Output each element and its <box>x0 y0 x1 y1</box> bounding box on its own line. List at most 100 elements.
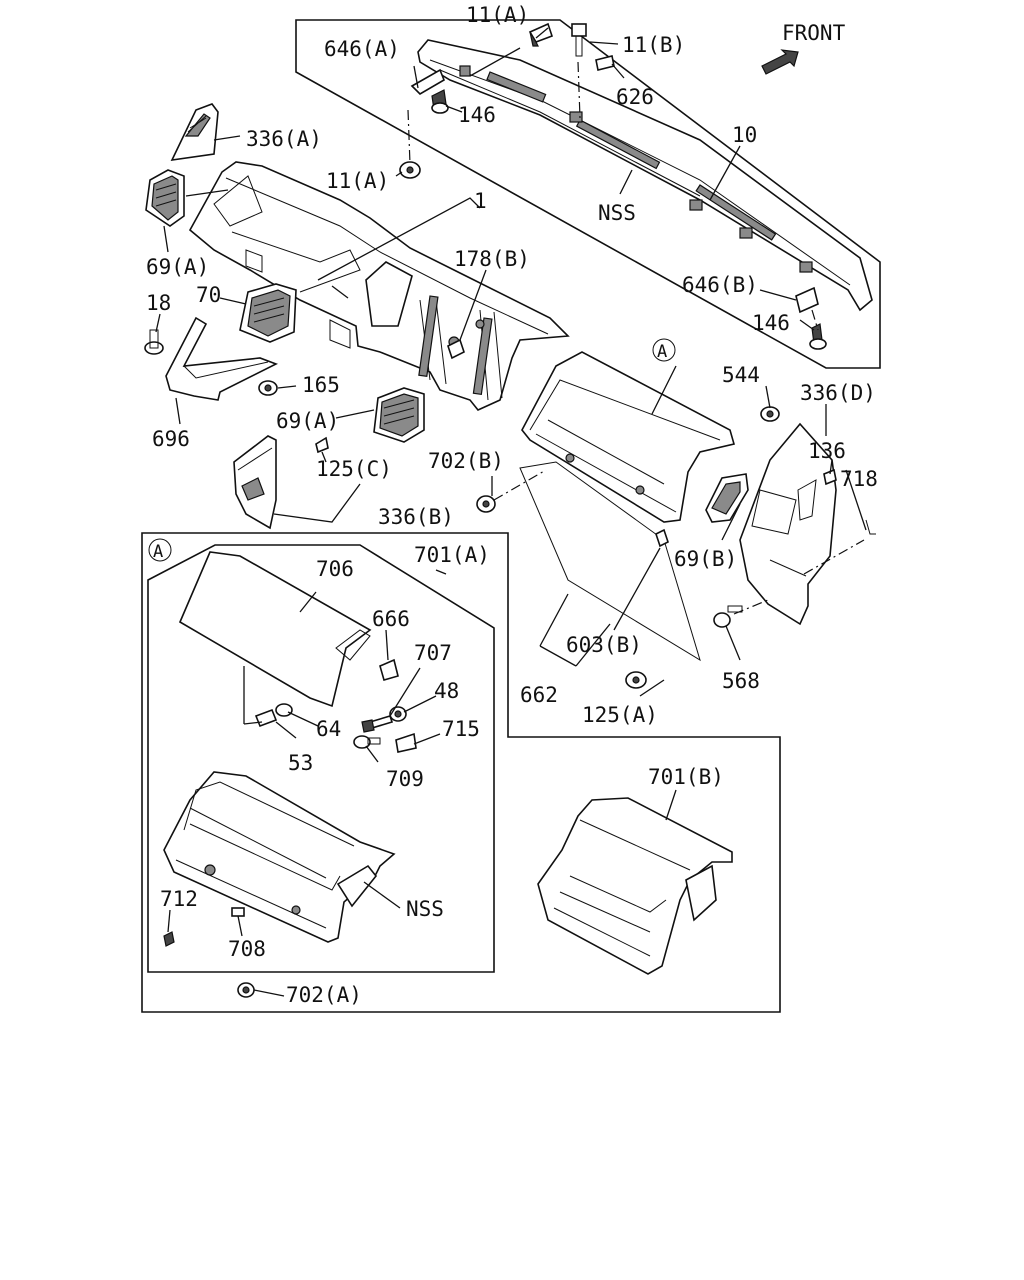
callout-10: 10 <box>732 123 757 147</box>
screw-64 <box>275 703 293 717</box>
callout-125a: 125(A) <box>582 703 658 727</box>
callout-53: 53 <box>288 751 313 775</box>
callout-646b: 646(B) <box>682 273 758 297</box>
detail-a-inner-frame <box>147 544 495 973</box>
nut-702b <box>476 495 496 513</box>
callout-146-top: 146 <box>458 103 496 127</box>
callout-715: 715 <box>442 717 480 741</box>
center-vent-69a-mid <box>373 387 425 443</box>
latch-603b <box>655 528 669 548</box>
callout-336b: 336(B) <box>378 505 454 529</box>
clip-146-right <box>809 323 827 350</box>
glove-box-door-706 <box>178 551 372 708</box>
screw-568 <box>713 605 743 628</box>
screw-712 <box>163 931 175 947</box>
callout-11a-mid: 11(A) <box>326 169 389 193</box>
callout-69b: 69(B) <box>674 547 737 571</box>
bracket-715 <box>395 732 417 753</box>
callout-603b: 603(B) <box>566 633 642 657</box>
callout-718: 718 <box>840 467 878 491</box>
side-cover-336d <box>739 422 837 626</box>
callout-706: 706 <box>316 557 354 581</box>
callout-136: 136 <box>808 439 846 463</box>
lower-cover-336b <box>233 435 277 530</box>
center-vent-70 <box>239 283 297 343</box>
callout-702b: 702(B) <box>428 449 504 473</box>
callout-165: 165 <box>302 373 340 397</box>
callout-707: 707 <box>414 641 452 665</box>
callout-336d: 336(D) <box>800 381 876 405</box>
glove-box-body-inset <box>163 771 396 943</box>
detail-marker-a-main: A <box>652 338 676 362</box>
screw-709 <box>353 735 381 749</box>
glove-box-assembly-upper <box>521 351 735 523</box>
callout-69a-mid: 69(A) <box>276 409 339 433</box>
latch-666 <box>379 658 399 681</box>
rod-707 <box>361 715 394 733</box>
callout-666: 666 <box>372 607 410 631</box>
bolt-708 <box>231 907 245 917</box>
clip-544 <box>760 406 780 422</box>
detail-marker-a-inset: A <box>148 538 172 562</box>
callout-178b: 178(B) <box>454 247 530 271</box>
callout-1: 1 <box>474 189 487 213</box>
callout-696: 696 <box>152 427 190 451</box>
front-label: FRONT <box>782 21 846 45</box>
hinge-53 <box>254 708 278 728</box>
clip-626 <box>595 55 615 71</box>
bracket-696 <box>165 316 278 401</box>
side-vent-69a-left <box>145 169 185 227</box>
callout-11b: 11(B) <box>622 33 685 57</box>
callout-64: 64 <box>316 717 341 741</box>
callout-708: 708 <box>228 937 266 961</box>
callout-18: 18 <box>146 291 171 315</box>
callout-626: 626 <box>616 85 654 109</box>
nut-178b <box>447 338 465 360</box>
screw-718 <box>865 519 876 535</box>
instrument-panel-1 <box>188 161 570 411</box>
side-vent-336a <box>170 103 219 162</box>
bumper-48 <box>389 706 407 722</box>
nut-165 <box>258 380 278 396</box>
clip-146-top <box>431 89 449 114</box>
clip-125c <box>315 436 329 454</box>
defroster-cover-10 <box>417 39 873 312</box>
screw-11a-top <box>528 22 554 47</box>
svg-text:A: A <box>657 342 667 362</box>
upper-cover-frame <box>295 19 881 369</box>
callout-712: 712 <box>160 887 198 911</box>
bracket-646b <box>795 286 819 314</box>
callout-709: 709 <box>386 767 424 791</box>
side-vent-69b <box>705 473 749 523</box>
callout-70: 70 <box>196 283 221 307</box>
detail-a-outer-frame <box>141 532 781 1013</box>
front-direction-arrow <box>761 49 799 75</box>
callout-702a: 702(A) <box>286 983 362 1007</box>
clip-125a <box>625 671 647 689</box>
callout-701b: 701(B) <box>648 765 724 789</box>
leader-lines <box>155 27 867 997</box>
callout-69a-left: 69(A) <box>146 255 209 279</box>
callout-nss-inset: NSS <box>406 897 444 921</box>
screw-11a-mid <box>399 161 421 179</box>
glove-box-lid-662 <box>519 461 701 662</box>
callout-146-right: 146 <box>752 311 790 335</box>
callout-568: 568 <box>722 669 760 693</box>
callout-336a: 336(A) <box>246 127 322 151</box>
callout-11a-top: 11(A) <box>466 3 529 27</box>
callout-48: 48 <box>434 679 459 703</box>
callout-544: 544 <box>722 363 760 387</box>
callout-nss-top: NSS <box>598 201 636 225</box>
callout-701a: 701(A) <box>414 543 490 567</box>
bolt-18 <box>144 329 164 355</box>
callout-662: 662 <box>520 683 558 707</box>
dashed-centerlines <box>407 61 865 615</box>
nut-702a <box>237 982 255 998</box>
bolt-11b <box>571 23 587 57</box>
bracket-646a <box>410 68 445 96</box>
glove-box-701b <box>537 797 733 975</box>
callout-646a: 646(A) <box>324 37 400 61</box>
callout-125c: 125(C) <box>316 457 392 481</box>
svg-text:A: A <box>153 542 163 562</box>
